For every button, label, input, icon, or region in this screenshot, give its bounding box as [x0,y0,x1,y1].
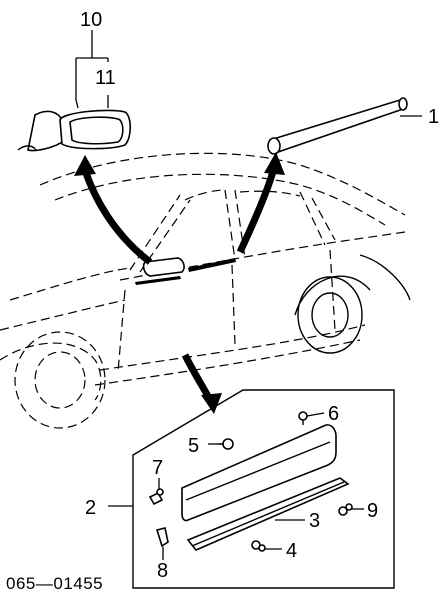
clip-8 [155,527,169,548]
door-handle [142,257,185,277]
callout-6: 6 [328,403,339,425]
side-body-molding [181,424,337,522]
clip-9 [338,503,353,516]
rocker-molding [186,477,350,551]
lower-sill-stripe [135,276,181,285]
arrow-to-roof-molding [236,152,285,254]
callout-4: 4 [286,540,297,562]
detail-panel-frame [132,389,395,589]
car-body-outline [0,152,411,429]
diagram-code: 065—01455 [6,574,103,593]
callout-9: 9 [367,500,378,522]
clip-6 [298,411,308,425]
callout-8: 8 [157,560,168,582]
clip-7 [148,488,164,506]
callout-11: 11 [95,67,116,89]
callout-1: 1 [428,106,439,128]
arrow-to-side-molding [181,353,222,414]
callout-3: 3 [309,510,320,532]
belt-molding-front [188,258,236,272]
callout-7: 7 [152,457,163,479]
arrow-to-mirror [74,155,153,265]
leader-lines [75,30,422,560]
callout-5: 5 [188,435,199,457]
roof-drip-molding [267,97,408,155]
outside-mirror [17,109,132,152]
callout-2: 2 [85,497,96,519]
callout-10: 10 [80,9,102,31]
clip-4 [251,540,266,552]
